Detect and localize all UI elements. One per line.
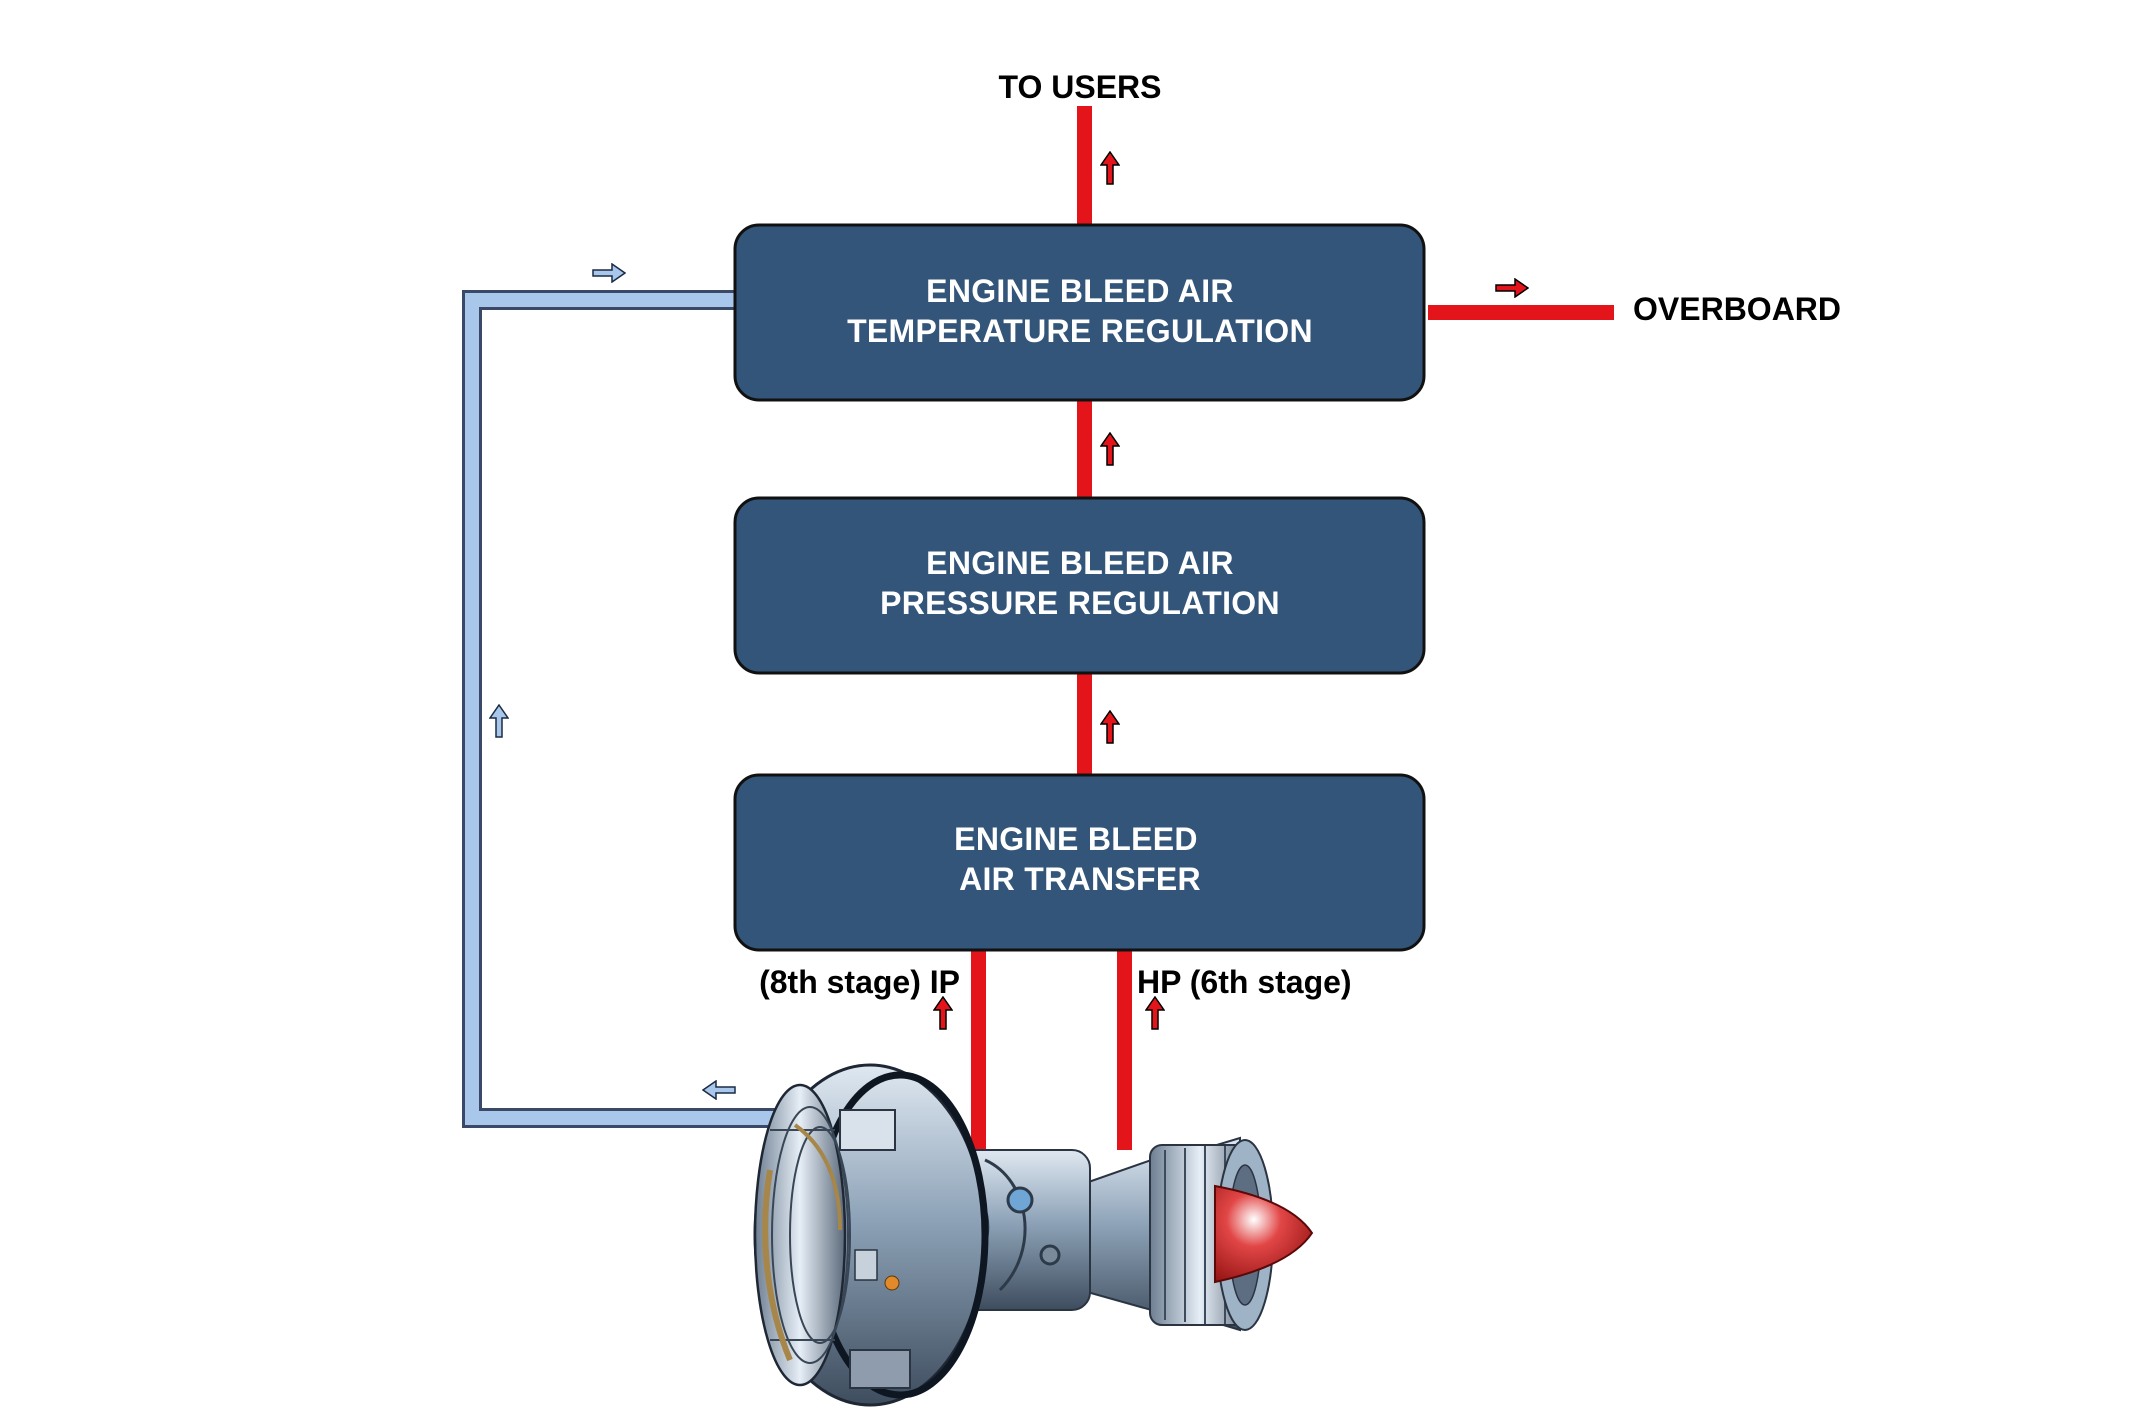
turbofan-engine-cutaway-icon (753, 1063, 1314, 1407)
box-transfer-line1: ENGINE BLEED (954, 821, 1198, 857)
hot-flow-arrow-transfer-icon (1100, 710, 1120, 744)
label-ip-port: (8th stage) IP (759, 964, 960, 1000)
cold-air-duct (462, 290, 804, 1128)
box-temperature-line1: ENGINE BLEED AIR (926, 273, 1234, 309)
box-temperature-regulation: ENGINE BLEED AIR TEMPERATURE REGULATION (733, 223, 1426, 402)
duct-to-users (1077, 106, 1092, 226)
hot-flow-arrow-pressure-icon (1100, 432, 1120, 466)
hot-air-ducts (971, 106, 1614, 1162)
hot-flow-arrow-hp-icon (1145, 996, 1165, 1030)
label-overboard: OVERBOARD (1633, 291, 1841, 327)
box-temperature-line2: TEMPERATURE REGULATION (847, 313, 1313, 349)
box-air-transfer: ENGINE BLEED AIR TRANSFER (733, 773, 1426, 952)
hot-flow-arrow-overboard-icon (1495, 278, 1529, 298)
box-pressure-regulation: ENGINE BLEED AIR PRESSURE REGULATION (733, 496, 1426, 675)
label-to-users: TO USERS (999, 69, 1162, 105)
duct-pressure-to-transfer (1077, 674, 1092, 778)
duct-ip-port (971, 950, 986, 1162)
cold-flow-arrow-left-icon (702, 1080, 736, 1100)
hot-flow-arrow-ip-icon (933, 996, 953, 1030)
duct-overboard (1428, 305, 1614, 320)
cold-flow-arrow-up-icon (489, 704, 509, 738)
box-pressure-line1: ENGINE BLEED AIR (926, 545, 1234, 581)
label-hp-port: HP (6th stage) (1137, 964, 1352, 1000)
duct-hp-port (1117, 950, 1132, 1150)
box-pressure-line2: PRESSURE REGULATION (880, 585, 1280, 621)
duct-temp-to-pressure (1077, 400, 1092, 500)
cold-flow-arrow-right-icon (592, 263, 626, 283)
box-transfer-line2: AIR TRANSFER (959, 861, 1201, 897)
hot-flow-arrow-users-icon (1100, 151, 1120, 185)
